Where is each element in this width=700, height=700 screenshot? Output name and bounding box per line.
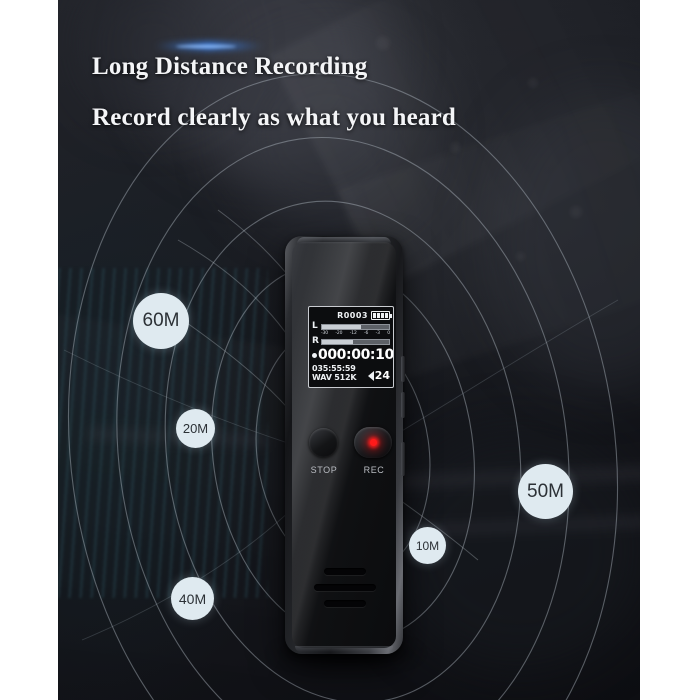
distance-marker-50m: 50M bbox=[518, 464, 573, 519]
device-front-panel: R0003 L -30 -20 -12 -6 -3 0 bbox=[292, 242, 396, 648]
headline-block: Long Distance Recording Record clearly a… bbox=[92, 52, 456, 133]
level-meter-left: L bbox=[312, 322, 390, 331]
db-tick: 0 bbox=[387, 331, 390, 336]
db-tick: -3 bbox=[375, 331, 380, 336]
device-top-cap bbox=[297, 237, 391, 244]
page-subtitle: Record clearly as what you heard bbox=[92, 104, 456, 131]
voice-recorder-device: R0003 L -30 -20 -12 -6 -3 0 bbox=[285, 236, 405, 654]
bokeh-speck bbox=[376, 36, 390, 50]
distance-marker-20m: 20M bbox=[176, 409, 215, 448]
side-button-volume-up[interactable] bbox=[401, 356, 405, 382]
record-led-indicator bbox=[369, 439, 377, 446]
record-dot-icon bbox=[312, 353, 317, 358]
side-button-volume-down[interactable] bbox=[401, 392, 405, 418]
distance-marker-60m: 60M bbox=[133, 293, 189, 349]
bokeh-speck bbox=[450, 142, 461, 153]
blue-light-streak-core bbox=[176, 45, 236, 48]
lcd-volume-value: 24 bbox=[374, 369, 390, 382]
lcd-elapsed-row: 000:00:10 bbox=[312, 348, 393, 363]
battery-icon bbox=[371, 311, 392, 320]
db-tick: -30 bbox=[321, 331, 329, 336]
speaker-grille-slot bbox=[324, 568, 366, 575]
lcd-status-bar: R0003 bbox=[312, 310, 392, 321]
distance-marker-40m: 40M bbox=[171, 577, 214, 620]
lcd-info-left: 035:55:59 WAV 512K bbox=[312, 364, 357, 382]
level-meter-left-bar bbox=[321, 323, 390, 330]
db-tick: -12 bbox=[349, 331, 357, 336]
level-meter-right: R bbox=[312, 337, 390, 346]
side-button-play[interactable] bbox=[401, 442, 405, 476]
device-bottom-cap bbox=[295, 646, 393, 652]
page-title: Long Distance Recording bbox=[92, 53, 368, 80]
db-tick: -6 bbox=[364, 331, 369, 336]
record-button[interactable] bbox=[354, 427, 392, 458]
record-button-label: REC bbox=[363, 465, 385, 475]
channel-right-label: R bbox=[312, 336, 319, 346]
speaker-grille-slot bbox=[314, 584, 376, 591]
speaker-grille-slot bbox=[324, 600, 366, 607]
lcd-audio-format: WAV 512K bbox=[312, 373, 357, 382]
channel-left-label: L bbox=[312, 321, 318, 331]
db-tick: -20 bbox=[335, 331, 343, 336]
lcd-volume-group: 24 bbox=[367, 369, 390, 382]
level-meter-right-bar bbox=[321, 338, 390, 345]
bokeh-speck bbox=[516, 252, 525, 261]
speaker-icon bbox=[367, 370, 374, 381]
lcd-info-row: 035:55:59 WAV 512K 24 bbox=[312, 364, 390, 382]
db-scale: -30 -20 -12 -6 -3 0 bbox=[312, 331, 390, 336]
lcd-elapsed-time: 000:00:10 bbox=[318, 347, 394, 363]
bokeh-speck bbox=[528, 78, 538, 88]
bokeh-speck bbox=[570, 206, 582, 218]
stop-button[interactable] bbox=[309, 428, 338, 457]
lcd-filename: R0003 bbox=[337, 311, 368, 320]
stop-button-label: STOP bbox=[310, 465, 338, 475]
distance-marker-10m: 10M bbox=[409, 527, 446, 564]
lcd-screen: R0003 L -30 -20 -12 -6 -3 0 bbox=[308, 306, 394, 388]
lcd-remaining-time: 035:55:59 bbox=[312, 364, 356, 373]
